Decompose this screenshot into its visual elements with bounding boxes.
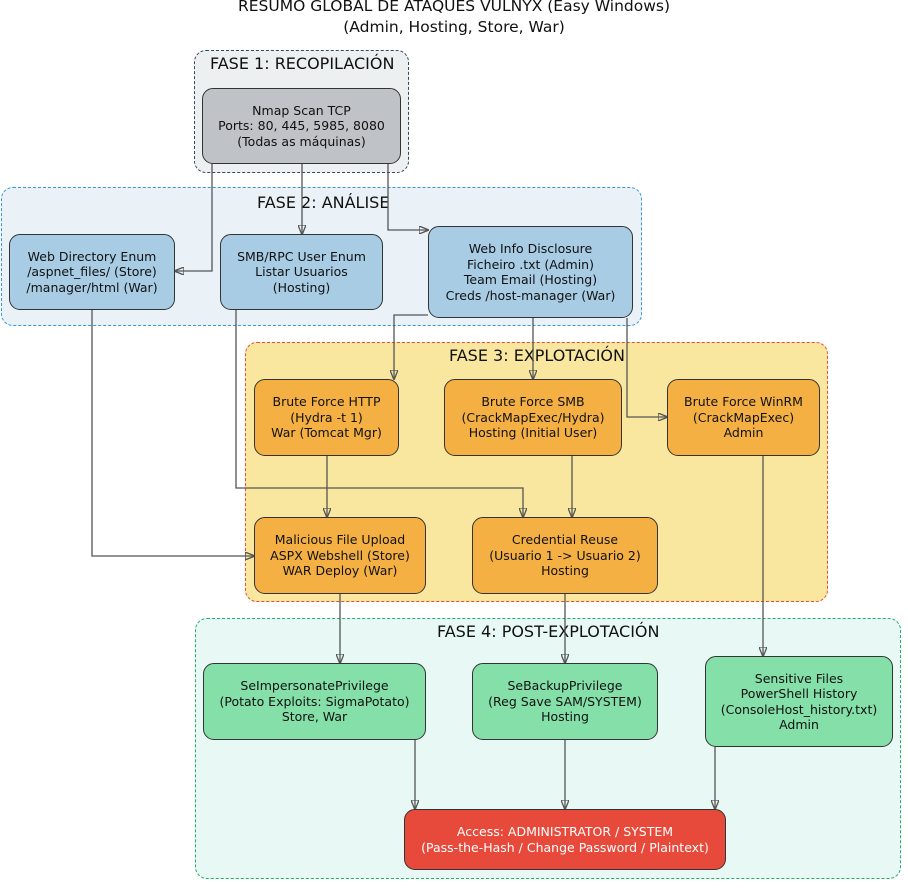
node-bfhttp-line-1: Brute Force HTTP (272, 394, 381, 410)
node-bfhttp-line-3: War (Tomcat Mgr) (271, 425, 382, 441)
node-smbrpc-line-3: (Hosting) (272, 279, 331, 295)
node-sebackup-privilege: SeBackupPrivilege(Reg Save SAM/SYSTEM)Ho… (472, 663, 658, 740)
node-bfhttp-line-2: (Hydra -t 1) (290, 409, 363, 425)
node-bfsmb-line-2: (CrackMapExec/Hydra) (461, 409, 605, 425)
node-credreuse-line-2: (Usuario 1 -> Usuario 2) (489, 547, 641, 563)
node-sebackup-line-1: SeBackupPrivilege (507, 678, 623, 694)
node-bfwinrm-line-1: Brute Force WinRM (684, 394, 803, 410)
node-sebackup-line-2: (Reg Save SAM/SYSTEM) (488, 693, 642, 709)
diagram-title-line-2: (Admin, Hosting, Store, War) (343, 18, 565, 36)
phase-post-label: FASE 4: POST-EXPLOTACIÓN (437, 622, 660, 641)
node-webdir-line-2: /aspnet_files/ (Store) (27, 264, 157, 280)
node-upload-line-3: WAR Deploy (War) (282, 563, 398, 579)
node-access-line-1: Access: ADMINISTRATOR / SYSTEM (456, 824, 674, 839)
diagram-title: RESUMO GLOBAL DE ATAQUES VULNYX (Easy Wi… (0, 0, 908, 38)
node-seimp-line-1: SeImpersonatePrivilege (240, 678, 389, 694)
node-upload-line-2: ASPX Webshell (Store) (270, 547, 410, 563)
node-smbrpc-line-1: SMB/RPC User Enum (237, 248, 366, 264)
node-sensitive-line-4: Admin (779, 717, 819, 732)
arrow-smbrpc-to-credreuse (235, 310, 523, 517)
node-webdir-line-3: /manager/html (War) (26, 279, 158, 295)
node-credreuse-line-3: Hosting (541, 563, 589, 579)
arrow-webinfo-to-bfhttp (394, 314, 428, 379)
node-sensitive-line-2: PowerShell History (740, 686, 858, 701)
arrow-nmap-to-webinfo (387, 164, 428, 230)
arrow-nmap-to-webdir (175, 164, 213, 271)
node-brute-force-smb: Brute Force SMB(CrackMapExec/Hydra)Hosti… (444, 379, 622, 456)
node-credreuse-line-1: Credential Reuse (511, 532, 619, 548)
phase-recon-label: FASE 1: RECOPILACIÓN (210, 54, 395, 73)
diagram-title-line-1: RESUMO GLOBAL DE ATAQUES VULNYX (Easy Wi… (237, 0, 671, 15)
node-nmap-line-2: Ports: 80, 445, 5985, 8080 (218, 118, 385, 134)
node-access-line-2: (Pass-the-Hash / Change Password / Plain… (421, 839, 709, 855)
node-smbrpc-line-2: Listar Usuarios (255, 264, 348, 280)
node-sebackup-line-3: Hosting (541, 709, 589, 725)
node-brute-force-winrm: Brute Force WinRM(CrackMapExec)Admin (667, 379, 820, 456)
node-seimpersonate-privilege: SeImpersonatePrivilege(Potato Exploits: … (203, 663, 426, 740)
node-webinfo-line-1: Web Info Disclosure (468, 241, 593, 256)
phase-analysis-label: FASE 2: ANÁLISE (257, 193, 390, 212)
node-webinfo-line-3: Team Email (Hosting) (463, 272, 598, 287)
arrow-webdir-to-upload (91, 310, 254, 556)
node-credential-reuse: Credential Reuse(Usuario 1 -> Usuario 2)… (472, 517, 658, 594)
node-access-administrator-system: Access: ADMINISTRATOR / SYSTEM(Pass-the-… (404, 809, 726, 870)
node-bfsmb-line-1: Brute Force SMB (481, 394, 585, 410)
node-seimp-line-2: (Potato Exploits: SigmaPotato) (219, 693, 410, 709)
node-bfsmb-line-3: Hosting (Initial User) (468, 425, 598, 441)
node-webinfo-line-2: Ficheiro .txt (Admin) (467, 256, 594, 272)
arrow-webinfo-to-bfwinrm (626, 318, 667, 417)
node-nmap-line-3: (Todas as máquinas) (237, 133, 366, 149)
node-nmap-line-1: Nmap Scan TCP (252, 102, 351, 118)
node-webdir-line-1: Web Directory Enum (27, 248, 157, 264)
node-sensitive-line-3: (ConsoleHost_history.txt) (720, 701, 878, 717)
node-web-directory-enum: Web Directory Enum/aspnet_files/ (Store)… (9, 234, 175, 310)
node-seimp-line-3: Store, War (281, 709, 348, 725)
node-brute-force-http: Brute Force HTTP(Hydra -t 1)War (Tomcat … (254, 379, 399, 456)
phase-exploit-label: FASE 3: EXPLOTACIÓN (449, 346, 625, 365)
node-webinfo-line-4: Creds /host-manager (War) (445, 287, 616, 303)
node-bfwinrm-line-3: Admin (723, 425, 764, 441)
node-bfwinrm-line-2: (CrackMapExec) (692, 409, 795, 425)
node-sensitive-line-1: Sensitive Files (754, 670, 844, 686)
node-upload-line-1: Malicious File Upload (274, 532, 406, 548)
